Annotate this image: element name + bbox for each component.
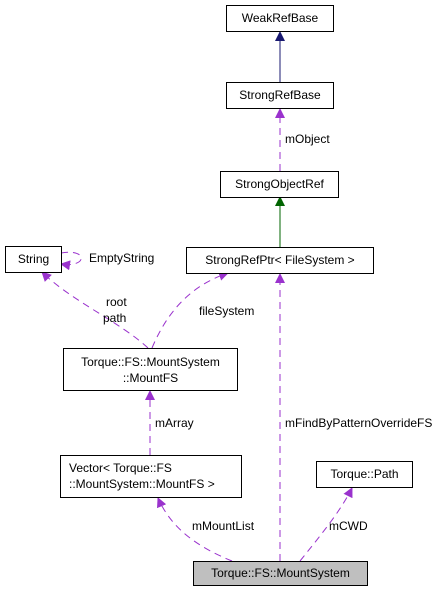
- edge-label-mcwd: mCWD: [329, 519, 368, 533]
- edge-label-emptystring: EmptyString: [89, 251, 154, 265]
- edge-mountfs-to-strongrefptr: [151, 271, 229, 349]
- node-mountfs-label-line1: Torque::FS::MountSystem: [81, 355, 220, 369]
- node-string-label: String: [18, 252, 49, 266]
- node-strongrefbase[interactable]: StrongRefBase: [226, 82, 334, 109]
- edge-label-filesystem: fileSystem: [199, 304, 254, 318]
- node-strongrefbase-label: StrongRefBase: [239, 88, 321, 102]
- node-mountsystem: Torque::FS::MountSystem: [193, 561, 368, 586]
- node-string[interactable]: String: [5, 246, 62, 273]
- node-mountfs-label-line2: ::MountFS: [123, 371, 178, 385]
- node-weakrefbase-label: WeakRefBase: [242, 11, 319, 25]
- node-mountsystem-label: Torque::FS::MountSystem: [211, 566, 350, 580]
- node-strongrefptr-filesystem-label: StrongRefPtr< FileSystem >: [205, 253, 354, 267]
- edge-label-mobject: mObject: [285, 132, 330, 146]
- edge-label-root: root: [106, 295, 127, 309]
- node-torque-path-label: Torque::Path: [330, 467, 398, 481]
- node-torque-path[interactable]: Torque::Path: [316, 461, 413, 488]
- node-mountfs[interactable]: Torque::FS::MountSystem ::MountFS: [63, 348, 238, 391]
- edge-label-path: path: [103, 311, 126, 325]
- node-vector-mountfs[interactable]: Vector< Torque::FS ::MountSystem::MountF…: [60, 455, 242, 498]
- node-vector-mountfs-label-line1: Vector< Torque::FS: [69, 461, 172, 475]
- node-strongobjectref-label: StrongObjectRef: [235, 177, 324, 191]
- edge-label-mfindbypatternoverridefs: mFindByPatternOverrideFS: [285, 416, 432, 430]
- edge-label-marray: mArray: [155, 416, 194, 430]
- node-strongrefptr-filesystem[interactable]: StrongRefPtr< FileSystem >: [186, 247, 374, 274]
- node-strongobjectref[interactable]: StrongObjectRef: [220, 171, 339, 198]
- edge-string-self-emptystring: [60, 251, 82, 271]
- edge-label-mmountlist: mMountList: [192, 519, 255, 533]
- edge-mountsystem-to-vector: [157, 497, 233, 562]
- node-weakrefbase[interactable]: WeakRefBase: [226, 5, 334, 32]
- edge-mountfs-to-string: [41, 271, 149, 349]
- node-vector-mountfs-label-line2: ::MountSystem::MountFS >: [69, 477, 215, 491]
